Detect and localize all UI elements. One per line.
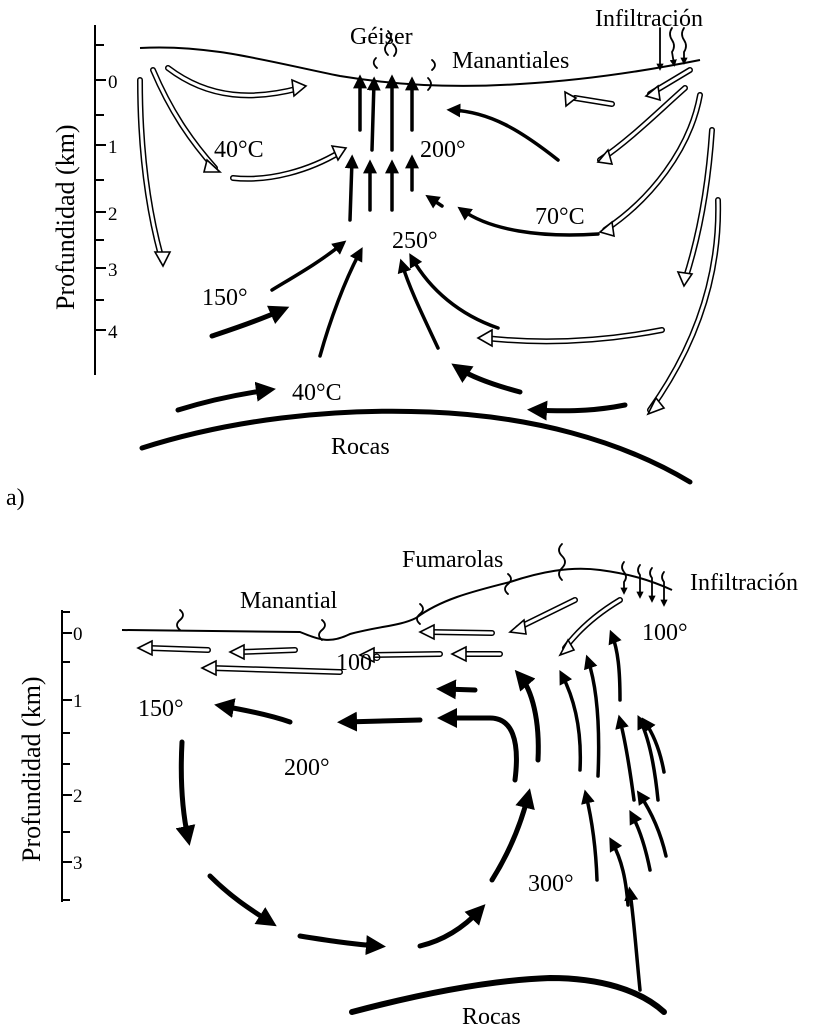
depth-axis-b: 0 1 2 3 Profundidad (km) (17, 610, 83, 902)
label-spring: Manantial (240, 588, 338, 614)
rock-floor-a (142, 411, 690, 482)
y-axis-title-b: Profundidad (km) (17, 676, 46, 862)
diagram-b: 0 1 2 3 Profundidad (km) (17, 544, 798, 1028)
label-fumaroles: Fumarolas (402, 547, 503, 573)
tick-b-3: 3 (73, 853, 83, 874)
ground-surface-b (122, 569, 672, 640)
label-temp-150-b: 150° (138, 696, 184, 722)
label-springs: Manantiales (452, 48, 569, 74)
tick-a-3: 3 (108, 260, 118, 281)
diagram-a: 0 1 2 3 4 Profundidad (km) (6, 6, 718, 511)
label-temp-40-left: 40°C (214, 137, 264, 163)
tick-a-1: 1 (108, 137, 118, 158)
label-temp-300: 300° (528, 871, 574, 897)
label-temp-200-b: 200° (284, 755, 330, 781)
label-temp-250: 250° (392, 228, 438, 254)
infiltration-arrows-b (622, 562, 664, 604)
depth-axis-a: 0 1 2 3 4 Profundidad (km) (51, 25, 118, 375)
tick-a-0: 0 (108, 72, 118, 93)
label-temp-150-a: 150° (202, 285, 248, 311)
label-temp-70: 70°C (535, 204, 585, 230)
label-temp-40-bottom: 40°C (292, 380, 342, 406)
tick-a-2: 2 (108, 204, 118, 225)
label-rocks-a: Rocas (331, 434, 390, 460)
label-temp-100-mid: 100° (336, 650, 382, 676)
ground-surface-a (140, 47, 700, 85)
label-infiltration-b: Infiltración (690, 570, 798, 596)
tick-b-0: 0 (73, 624, 83, 645)
label-temp-200-a: 200° (420, 137, 466, 163)
caption-a: a) (6, 485, 25, 511)
tick-b-2: 2 (73, 786, 83, 807)
y-axis-title-a: Profundidad (km) (51, 124, 80, 310)
label-rocks-b: Rocas (462, 1004, 521, 1028)
infiltration-arrows-a (660, 28, 686, 68)
tick-a-4: 4 (108, 322, 118, 343)
label-infiltration-a: Infiltración (595, 6, 703, 32)
fumarole-plumes-b (177, 544, 565, 640)
label-geyser: Géiser (350, 24, 413, 50)
tick-b-1: 1 (73, 691, 83, 712)
label-temp-100-right: 100° (642, 620, 688, 646)
hot-flow-arrows-b (181, 635, 666, 990)
